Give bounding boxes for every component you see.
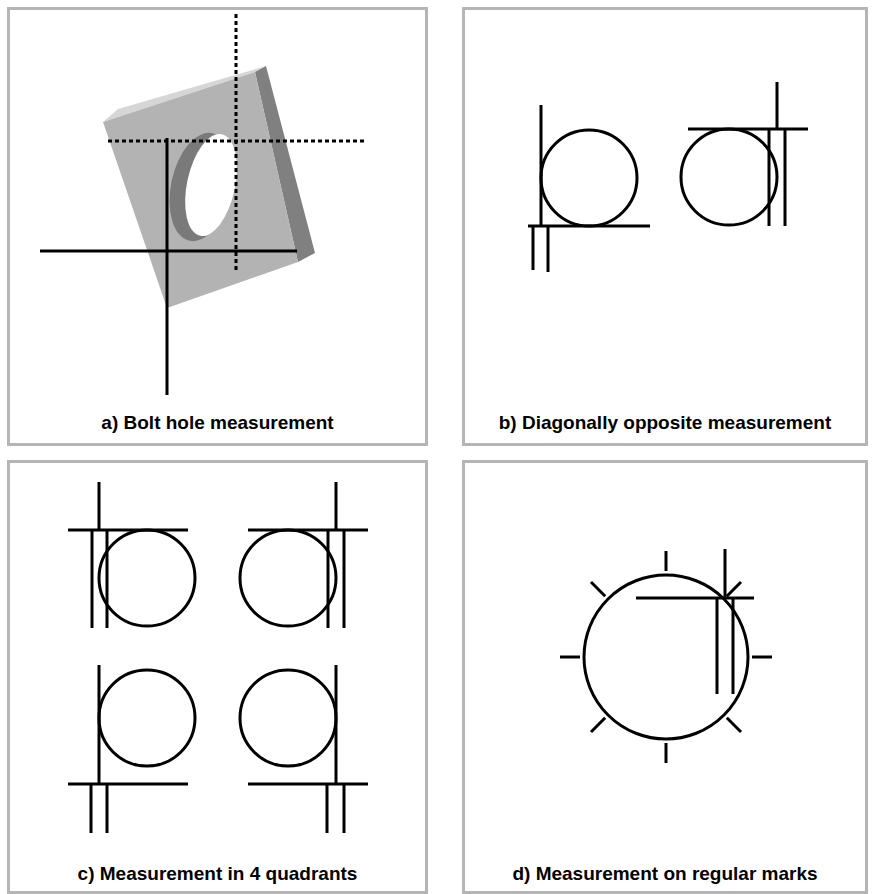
tick-mark bbox=[665, 743, 668, 763]
tick-mark bbox=[665, 551, 668, 571]
figure-panel: d) Measurement on regular marks bbox=[462, 460, 868, 894]
panel-caption: b) Diagonally opposite measurement bbox=[465, 412, 865, 434]
tick-mark bbox=[560, 656, 580, 659]
panel-caption: d) Measurement on regular marks bbox=[465, 863, 865, 885]
tick-mark bbox=[727, 718, 741, 732]
tick-mark bbox=[752, 656, 772, 659]
tick-mark bbox=[727, 582, 741, 596]
figure-panel: c) Measurement in 4 quadrants bbox=[7, 460, 428, 894]
panel-caption: c) Measurement in 4 quadrants bbox=[10, 863, 425, 885]
panel-caption: a) Bolt hole measurement bbox=[10, 412, 425, 434]
tick-mark bbox=[591, 718, 605, 732]
figure-panel: b) Diagonally opposite measurement bbox=[462, 7, 868, 446]
tick-mark bbox=[591, 582, 605, 596]
bolt-plate bbox=[103, 66, 315, 308]
regular-marks bbox=[560, 551, 772, 763]
figure-panel: a) Bolt hole measurement bbox=[7, 7, 428, 446]
